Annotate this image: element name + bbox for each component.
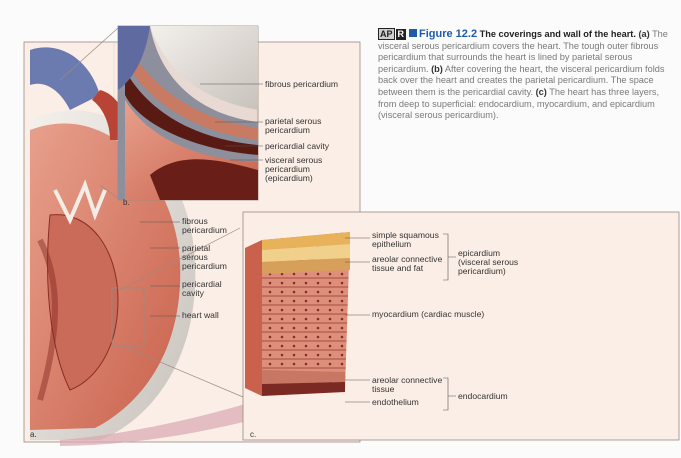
figure-title: The coverings and wall of the heart. [480, 29, 636, 39]
label-b-visceral-3: (epicardium) [265, 174, 313, 184]
label-a-fibrous-2: pericardium [182, 226, 227, 236]
label-c-areolar-top-2: tissue and fat [372, 264, 423, 274]
panel-c [243, 212, 679, 440]
caption-part-b-label: (b) [431, 64, 443, 74]
label-b-cavity: pericardial cavity [265, 142, 329, 152]
figure-square-icon [409, 29, 417, 37]
ap-r-badge: R [396, 29, 407, 40]
label-a-parietal-3: pericardium [182, 262, 227, 272]
label-c-myocardium: myocardium (cardiac muscle) [372, 310, 484, 320]
label-a-cavity-2: cavity [182, 289, 204, 299]
caption-part-a-label: (a) [638, 29, 649, 39]
label-b-parietal-2: pericardium [265, 126, 310, 136]
panel-b-letter: b. [123, 198, 130, 207]
label-c-areolar-bottom-2: tissue [372, 385, 394, 395]
label-c-squamous-2: epithelium [372, 240, 411, 250]
panel-a-letter: a. [30, 430, 37, 439]
ap-badge: AP [378, 28, 395, 40]
label-c-endothelium: endothelium [372, 398, 419, 408]
figure-number: Figure 12.2 [419, 28, 477, 40]
label-b-fibrous: fibrous pericardium [265, 80, 338, 90]
caption-part-c-label: (c) [536, 87, 547, 97]
label-c-epicardium-3: pericardium) [458, 267, 506, 277]
label-a-heart-wall: heart wall [182, 311, 219, 321]
panel-c-letter: c. [250, 430, 256, 439]
panel-b [118, 26, 258, 200]
label-c-endocardium: endocardium [458, 392, 508, 402]
